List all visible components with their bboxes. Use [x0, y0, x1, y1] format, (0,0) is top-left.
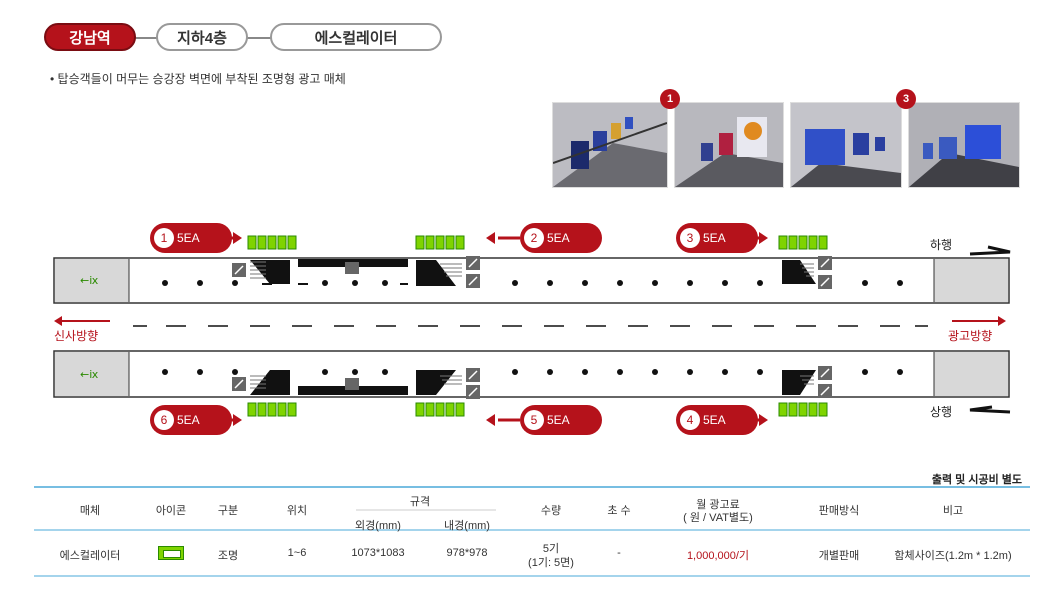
marker-number: 5 — [524, 410, 544, 430]
header-price-2: ( 원 / VAT별도) — [683, 512, 753, 524]
media-description: • 탑승객들이 머무는 승강장 벽면에 부착된 조명형 광고 매체 — [50, 72, 346, 86]
marker-count: 5EA — [547, 231, 570, 245]
marker-number: 3 — [680, 228, 700, 248]
marker-count: 5EA — [547, 413, 570, 427]
cell-quantity-2: (1기: 5면) — [528, 557, 574, 569]
svg-text:←ⅸ: ←ⅸ — [80, 368, 98, 381]
marker-number: 2 — [524, 228, 544, 248]
marker-count: 5EA — [177, 413, 200, 427]
left-direction-label: 신사방향 — [54, 329, 99, 343]
up-direction-label: 상행 — [930, 405, 953, 419]
cell-location: 1~6 — [287, 547, 307, 559]
header-outer: 외경(mm) — [355, 520, 401, 532]
ad-marker-2[interactable]: 2 5EA — [520, 223, 602, 253]
marker-number: 4 — [680, 410, 700, 430]
ad-marker-1[interactable]: 1 5EA — [150, 223, 232, 253]
breadcrumb-connector — [134, 37, 158, 39]
ad-icon — [158, 546, 184, 560]
ad-marker-6[interactable]: 6 5EA — [150, 405, 232, 435]
header-inner: 내경(mm) — [444, 520, 490, 532]
photo-1 — [552, 102, 668, 188]
header-count: 초 수 — [607, 505, 631, 517]
header-location: 위치 — [286, 505, 308, 517]
photo-2 — [674, 102, 784, 188]
ad-marker-4[interactable]: 4 5EA — [676, 405, 758, 435]
cell-outer: 1073*1083 — [351, 547, 405, 559]
header-remark: 비고 — [942, 505, 964, 517]
breadcrumb-media[interactable]: 에스컬레이터 — [270, 23, 442, 51]
header-category: 구분 — [217, 505, 239, 517]
photo-badge-1: 1 — [660, 89, 680, 109]
breadcrumb-floor[interactable]: 지하4층 — [156, 23, 248, 51]
marker-number: 1 — [154, 228, 174, 248]
cell-inner: 978*978 — [446, 547, 488, 559]
cell-price: 1,000,000/기 — [686, 550, 750, 562]
marker-number: 6 — [154, 410, 174, 430]
down-direction-label: 하행 — [930, 238, 953, 252]
cell-media: 에스컬레이터 — [59, 550, 121, 562]
marker-count: 5EA — [703, 413, 726, 427]
breadcrumb-station[interactable]: 강남역 — [44, 23, 136, 51]
header-sale: 판매방식 — [818, 505, 860, 517]
marker-count: 5EA — [703, 231, 726, 245]
svg-text:←ⅸ: ←ⅸ — [80, 274, 98, 287]
photo-4 — [908, 102, 1020, 188]
header-media: 매체 — [79, 505, 101, 517]
header-price-1: 월 광고료 — [696, 499, 740, 511]
marker-count: 5EA — [177, 231, 200, 245]
header-quantity: 수량 — [540, 505, 562, 517]
header-icon: 아이콘 — [155, 505, 187, 517]
table-note: 출력 및 시공비 별도 — [931, 474, 1022, 486]
ad-marker-3[interactable]: 3 5EA — [676, 223, 758, 253]
cell-sale: 개별판매 — [818, 550, 860, 562]
header-spec: 규격 — [409, 496, 431, 508]
cell-count: - — [617, 547, 621, 559]
cell-quantity-1: 5기 — [542, 543, 560, 555]
photo-badge-3: 3 — [896, 89, 916, 109]
right-direction-label: 광고방향 — [948, 329, 993, 343]
photo-3 — [790, 102, 902, 188]
ad-marker-5[interactable]: 5 5EA — [520, 405, 602, 435]
breadcrumb-connector — [246, 37, 272, 39]
cell-category: 조명 — [217, 550, 239, 562]
cell-remark: 함체사이즈(1.2m * 1.2m) — [894, 550, 1012, 562]
